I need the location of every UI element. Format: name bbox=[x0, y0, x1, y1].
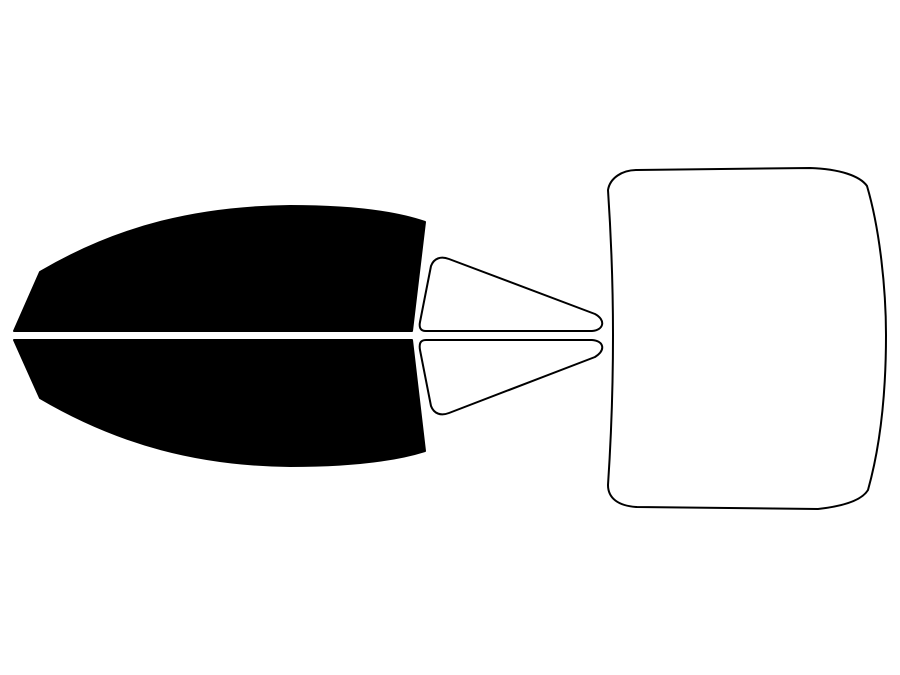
front-door-window-bottom bbox=[13, 339, 426, 467]
quarter-window-top bbox=[418, 256, 604, 332]
front-door-window-top bbox=[13, 205, 426, 332]
quarter-window-bottom bbox=[418, 339, 604, 416]
rear-windshield bbox=[607, 167, 887, 510]
